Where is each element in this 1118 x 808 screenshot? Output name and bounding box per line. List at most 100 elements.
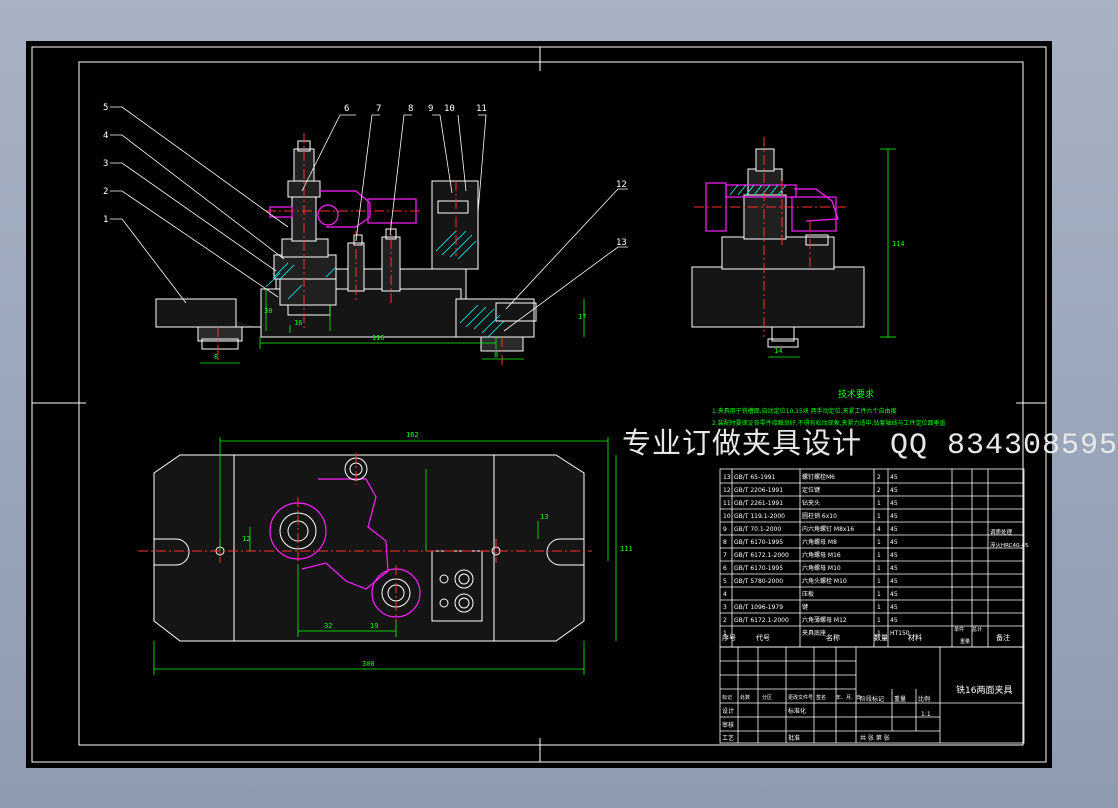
balloon-1: 1 (103, 215, 108, 225)
bom-cell-qty: 1 (877, 565, 881, 572)
watermark-qq: QQ 834308595 (890, 429, 1118, 463)
tb-mark: 标记 (722, 694, 732, 701)
dim-front-bottom-left: 8 (214, 353, 218, 361)
bom-cell-code: GB/T 119.1-2000 (734, 513, 785, 520)
balloon-10: 10 (444, 104, 455, 114)
front-dimensions (200, 289, 585, 364)
bom-header-no: 序号 (722, 633, 736, 642)
tb-change: 更改文件号 (788, 694, 813, 701)
sheet-outer-border (31, 46, 1047, 763)
bom-cell-no: 4 (723, 591, 727, 598)
bom-note-2: 淬火HRC40-45 (990, 541, 1029, 549)
balloon-3: 3 (103, 159, 108, 169)
dim-plan-d4: 13 (540, 513, 548, 521)
bom-header-single: 单件 (954, 626, 964, 633)
front-hatch (265, 230, 505, 338)
bom-cell-no: 1 (723, 630, 727, 637)
bom-cell-no: 12 (723, 487, 731, 494)
bom-cell-code: GB/T 1096-1979 (734, 604, 783, 611)
bom-cell-mat: 45 (890, 474, 898, 481)
bom-header-remark: 备注 (996, 633, 1010, 642)
bom-cell-code: GB/T 5780-2000 (734, 578, 783, 585)
bom-table (719, 468, 1025, 744)
bom-cell-code: GB/T 6172.1-2000 (734, 617, 789, 624)
tb-std: 标准化 (788, 707, 806, 715)
balloon-5: 5 (103, 103, 108, 113)
bom-cell-mat: 45 (890, 617, 898, 624)
bom-cell-qty: 2 (877, 474, 881, 481)
tech-req-title: 技术要求 (838, 388, 874, 400)
dim-front-width: 116 (372, 334, 385, 342)
bom-cell-code: GB/T 65-1991 (734, 474, 776, 481)
side-hatch (729, 184, 787, 196)
bom-cell-qty: 1 (877, 539, 881, 546)
bom-cell-qty: 4 (877, 526, 881, 533)
bom-cell-qty: 1 (877, 513, 881, 520)
bom-cell-code: GB/T 6172.1-2000 (734, 552, 789, 559)
bom-cell-no: 6 (723, 565, 727, 572)
bom-cell-name: 内六角螺钉 M8x16 (802, 525, 854, 533)
tb-approve: 批准 (788, 734, 800, 742)
bom-header-weight: 重量 (960, 638, 970, 645)
bom-cell-code: GB/T 6170-1995 (734, 565, 783, 572)
tb-design: 设计 (722, 707, 734, 715)
bom-cell-name: 圆柱销 6x10 (802, 512, 837, 520)
bom-header-qty: 数量 (874, 633, 888, 642)
bom-cell-name: 螺钉螺栓M6 (802, 473, 835, 481)
center-marks (32, 47, 1046, 762)
bom-cell-name: 定位键 (802, 486, 820, 494)
balloon-2: 2 (103, 187, 108, 197)
tech-req-line-2: 2.装配时要保证各零件接触良好,不得有松动现象,夹紧力适中,钻套轴线与工件定位面… (712, 419, 945, 427)
tb-count: 处数 (740, 694, 750, 701)
balloon-4: 4 (103, 131, 108, 141)
bom-cell-mat: 45 (890, 487, 898, 494)
bom-cell-no: 3 (723, 604, 727, 611)
bom-cell-code: GB/T 70.1-2000 (734, 526, 781, 533)
bom-cell-mat: HT150 (890, 630, 910, 637)
balloon-9: 9 (428, 104, 433, 114)
bom-cell-name: 六角螺母 M16 (802, 551, 841, 559)
tech-req-line-1: 1.夹具用于铣槽面,自动定位10,15块 两手动定位,夹紧工件六个自由度 (712, 407, 897, 415)
dim-plan-top: 162 (406, 431, 419, 439)
front-view (155, 140, 537, 352)
bom-note-1: 调质处理 (990, 528, 1013, 536)
tb-sign: 签名 (816, 694, 826, 701)
bom-cell-name: 六角螺母 M10 (802, 564, 841, 572)
tb-date: 年、月、日 (836, 694, 861, 701)
bom-cell-name: 六角螺母 M8 (802, 538, 837, 546)
balloon-13: 13 (616, 238, 627, 248)
tb-check: 审核 (722, 721, 734, 729)
side-centerlines (694, 137, 846, 337)
bom-cell-name: 六角头螺栓 M10 (802, 577, 847, 585)
dim-plan-side: 111 (620, 545, 633, 553)
bom-cell-mat: 45 (890, 604, 898, 611)
bom-cell-no: 5 (723, 578, 727, 585)
bom-header: 序号 代号 名称 数量 材料 单件 总计 重量 备注 (722, 626, 1010, 645)
bom-header-mat: 材料 (908, 633, 922, 642)
balloon-7: 7 (376, 104, 381, 114)
bom-cell-qty: 1 (877, 617, 881, 624)
balloon-8: 8 (408, 104, 413, 114)
bom-cell-mat: 45 (890, 591, 898, 598)
bom-header-total: 总计 (972, 626, 982, 633)
balloon-6: 6 (344, 104, 349, 114)
dim-plan-d1: 32 (324, 622, 332, 630)
cad-viewport[interactable]: 1 2 3 4 5 6 7 8 9 10 11 12 13 116 30 17 … (26, 41, 1117, 768)
dim-plan-bottom: 300 (362, 660, 375, 668)
dim-plan-d3: 12 (242, 535, 250, 543)
bom-cell-no: 10 (723, 513, 731, 520)
bom-cell-code: GB/T 6170-1995 (734, 539, 783, 546)
bom-cell-no: 11 (723, 500, 731, 507)
bom-cell-qty: 1 (877, 578, 881, 585)
tb-process: 工艺 (722, 734, 734, 742)
side-view (691, 148, 865, 348)
bom-cell-qty: 1 (877, 500, 881, 507)
dimension-texts: 116 30 17 8 8 16 114 14 162 300 32 19 12… (214, 240, 905, 668)
bom-cell-mat: 45 (890, 565, 898, 572)
dim-side-bottom: 14 (774, 347, 782, 355)
tb-weight: 重量 (894, 695, 906, 703)
balloon-labels: 1 2 3 4 5 6 7 8 9 10 11 12 13 (103, 103, 627, 248)
bom-notes: 调质处理 淬火HRC40-45 (990, 528, 1029, 549)
